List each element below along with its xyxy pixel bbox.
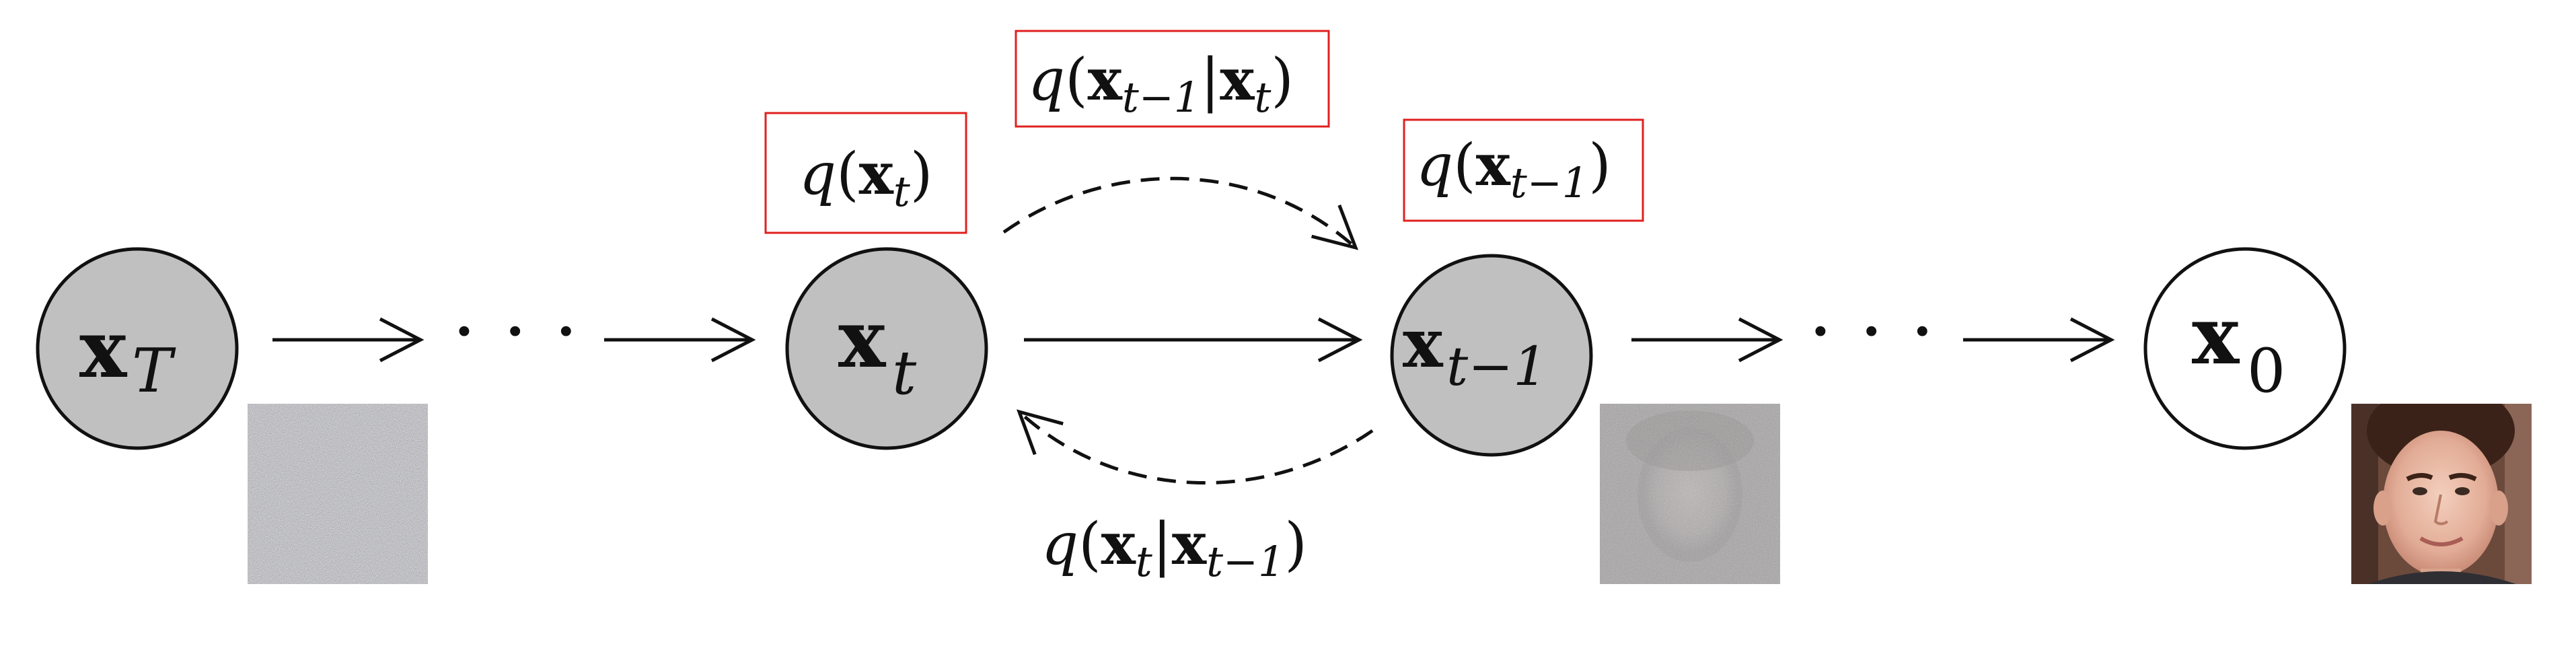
node-x-T-circle [36, 247, 239, 450]
dashed-arrow-forward-bottom [1016, 409, 1374, 484]
label-q-reverse-fn: q [1028, 46, 1065, 114]
node-x-T-subscript: T [132, 336, 176, 406]
node-x-T: x T [36, 247, 239, 450]
label-q-forward-sub1: t [1136, 537, 1152, 586]
label-q-forward: q(xt|xt−1) [1041, 510, 1307, 586]
label-q-reverse-sub1: t−1 [1122, 73, 1200, 122]
label-q-xt-minus-1-box [1403, 118, 1644, 222]
label-q-xt-minus-1: q(xt−1) [1403, 118, 1644, 222]
label-q-forward-close: ) [1284, 511, 1307, 578]
node-x-t-minus-1-symbol: x [1403, 303, 1444, 383]
label-q-xt-arg: x [859, 140, 894, 208]
label-q-xt-open: ( [836, 141, 859, 208]
label-q-xt-minus-1-open: ( [1453, 132, 1476, 199]
label-q-reverse-arg1: x [1088, 46, 1123, 114]
node-x-t-subscript: t [892, 338, 917, 408]
label-q-xt-minus-1-sub: t−1 [1510, 158, 1588, 207]
node-x-t-symbol: x [838, 292, 887, 386]
label-q-xt-fn: q [799, 141, 836, 208]
label-q-xt-minus-1-text: q(xt−1) [1416, 131, 1611, 207]
label-q-xt-text: q(xt) [799, 140, 932, 216]
ellipsis-left: · · · [455, 299, 582, 363]
label-q-forward-sub2: t−1 [1206, 537, 1284, 586]
label-q-xt: q(xt) [764, 112, 967, 234]
clean-face-photo [2351, 404, 2532, 584]
node-x-t-circle [785, 247, 988, 450]
node-x-t-minus-1-subscript: t−1 [1446, 335, 1547, 398]
node-x-t-minus-1: x t−1 [1390, 254, 1593, 457]
label-q-xt-box [764, 112, 967, 234]
label-q-reverse-arg2: x [1220, 46, 1255, 114]
node-x-T-symbol: x [79, 302, 128, 396]
ellipsis-right: · · · [1811, 299, 1938, 363]
label-q-reverse-sub2: t [1254, 73, 1271, 122]
label-q-reverse-close: ) [1271, 46, 1294, 114]
node-x-0-subscript: 0 [2247, 336, 2285, 406]
node-x-0: x 0 [2143, 247, 2347, 450]
node-x-0-circle [2143, 247, 2347, 450]
node-x-0-symbol: x [2192, 289, 2240, 382]
label-q-xt-minus-1-close: ) [1588, 132, 1611, 199]
label-q-reverse-bar: | [1200, 46, 1220, 114]
pure-noise-image [248, 404, 428, 584]
label-q-xt-close: ) [910, 141, 933, 208]
label-q-forward-arg1: x [1101, 510, 1136, 578]
label-q-xt-minus-1-fn: q [1416, 132, 1453, 199]
node-x-t-minus-1-circle [1390, 254, 1593, 457]
noisy-face-image [1600, 404, 1780, 584]
label-q-reverse-box [1015, 30, 1330, 128]
label-q-forward-text: q(xt|xt−1) [1041, 510, 1307, 586]
label-q-forward-fn: q [1041, 511, 1078, 578]
label-q-forward-bar: | [1152, 511, 1172, 578]
label-q-forward-open: ( [1078, 511, 1101, 578]
label-q-reverse: q(xt−1|xt) [1015, 30, 1330, 128]
dashed-arrow-reverse-top [1002, 176, 1359, 250]
label-q-xt-minus-1-arg: x [1476, 131, 1511, 199]
label-q-forward-arg2: x [1172, 510, 1207, 578]
node-x-t: x t [785, 247, 988, 450]
label-q-reverse-open: ( [1065, 46, 1088, 114]
label-q-reverse-text: q(xt−1|xt) [1028, 46, 1294, 122]
label-q-xt-sub: t [893, 167, 910, 216]
